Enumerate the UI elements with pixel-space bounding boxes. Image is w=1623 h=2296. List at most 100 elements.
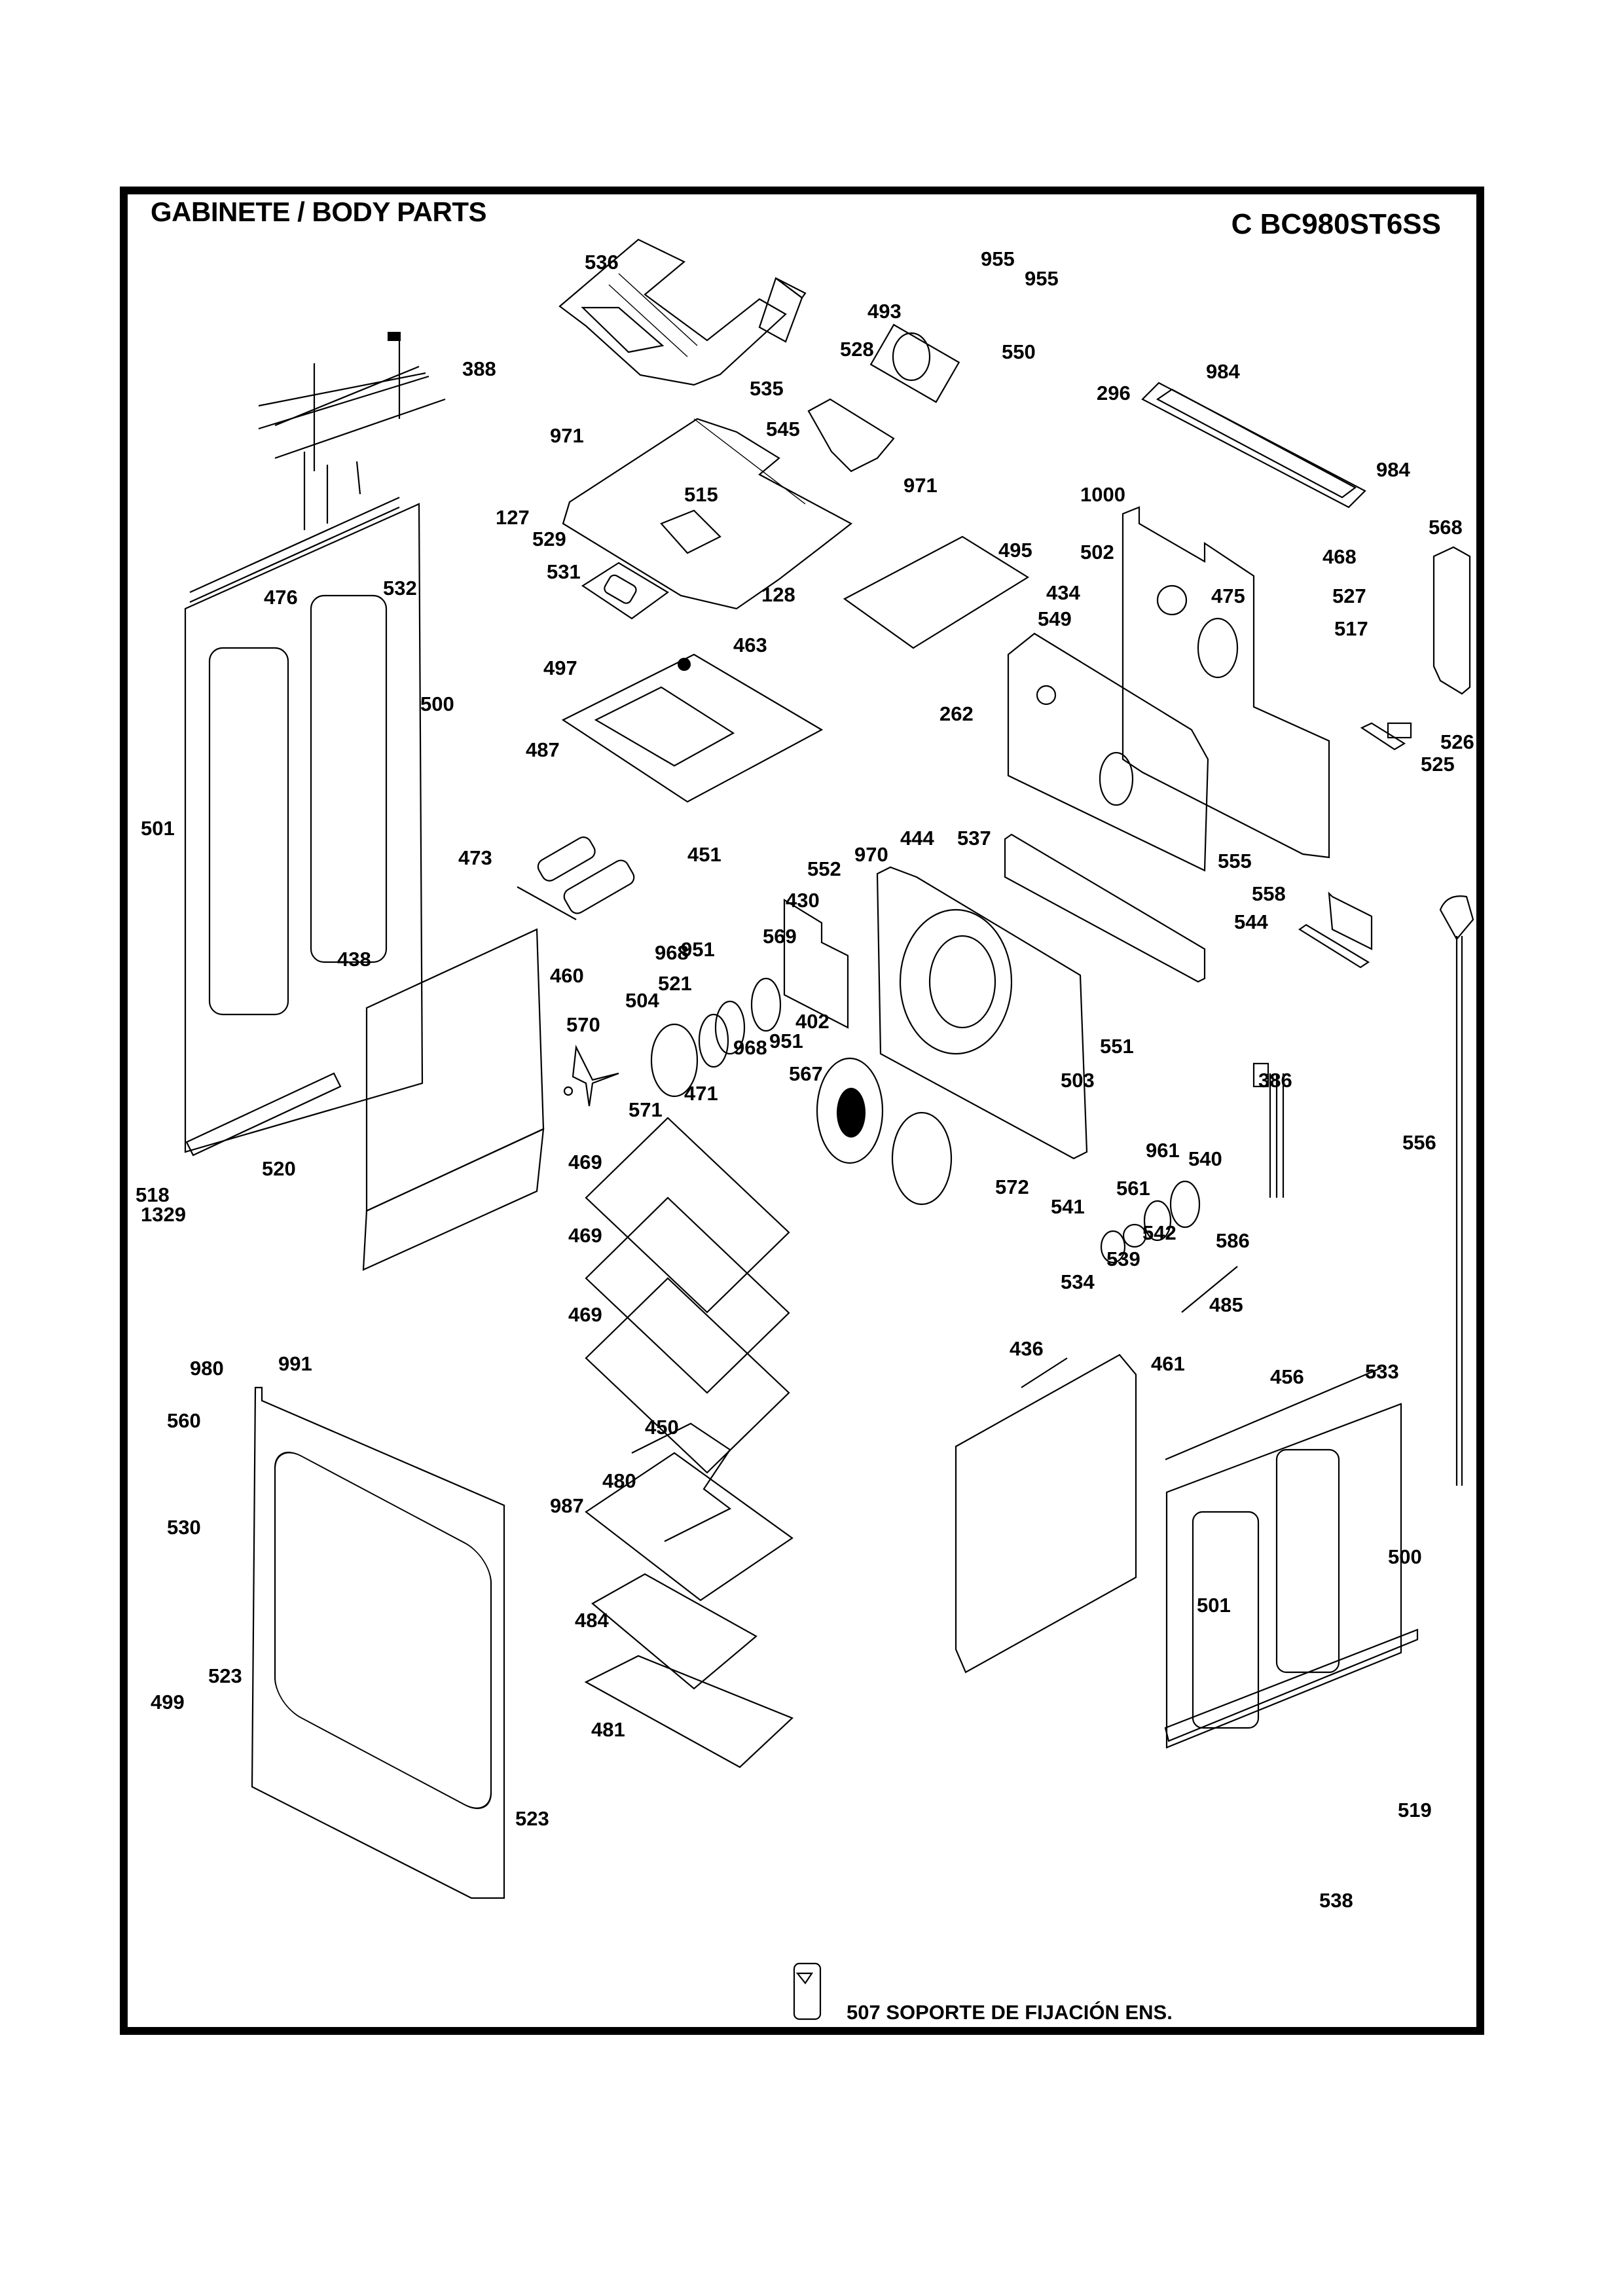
- part-518-base: [185, 1072, 342, 1157]
- part-529-chassis: [562, 418, 853, 610]
- callout-540: 540: [1188, 1147, 1222, 1170]
- part-519-base: [1164, 1628, 1419, 1742]
- part-502-back-panel: [1122, 506, 1330, 859]
- callout-527: 527: [1332, 584, 1366, 607]
- part-567-diffuser: [816, 1057, 884, 1164]
- part-568-cover: [1432, 546, 1471, 695]
- callout-586: 586: [1216, 1229, 1250, 1252]
- part-550-duct: [758, 277, 807, 343]
- part-531-plate: [581, 562, 669, 620]
- callout-501: 501: [141, 817, 175, 840]
- callout-531: 531: [547, 560, 581, 583]
- callout-473: 473: [458, 846, 492, 869]
- part-530-front-frame: [251, 1386, 505, 1899]
- callout-526: 526: [1440, 730, 1474, 753]
- part-504-plate: [698, 1013, 729, 1068]
- callout-430: 430: [786, 889, 820, 912]
- callout-402: 402: [795, 1010, 830, 1033]
- footnote-507: 507 SOPORTE DE FIJACIÓN ENS.: [847, 2001, 1173, 2024]
- callout-480: 480: [602, 1469, 636, 1492]
- part-495-insulation: [843, 535, 1030, 649]
- part-497-oven-top: [561, 653, 824, 803]
- callout-561: 561: [1116, 1177, 1150, 1200]
- callout-519: 519: [1398, 1799, 1432, 1821]
- callout-541: 541: [1051, 1195, 1085, 1218]
- part-570-fan-blade: [572, 1045, 619, 1107]
- part-471-cover: [650, 1023, 699, 1098]
- callout-456: 456: [1270, 1365, 1304, 1388]
- part-542-housing: [1169, 1180, 1201, 1229]
- part-480-oven-bottom: [585, 1452, 793, 1602]
- callout-451: 451: [687, 843, 721, 866]
- callout-968: 968: [733, 1036, 767, 1059]
- callout-970: 970: [854, 843, 888, 866]
- callout-128: 128: [761, 583, 795, 606]
- callout-434: 434: [1046, 581, 1080, 604]
- callout-552: 552: [807, 857, 841, 880]
- callout-560: 560: [167, 1409, 201, 1432]
- part-544-socket: [1298, 924, 1370, 969]
- part-507-bracket: [793, 1962, 822, 2020]
- callout-481: 481: [591, 1718, 625, 1741]
- callout-520: 520: [262, 1157, 296, 1180]
- part-296-trim: [1141, 382, 1366, 509]
- callout-523: 523: [208, 1664, 242, 1687]
- callout-504: 504: [625, 989, 659, 1012]
- part-558-bracket: [1328, 891, 1373, 950]
- callout-533: 533: [1365, 1360, 1399, 1383]
- callout-388: 388: [462, 357, 496, 380]
- callout-469: 469: [568, 1224, 602, 1247]
- callout-521: 521: [658, 972, 692, 995]
- part-461-rack-support: [955, 1354, 1137, 1674]
- callout-503: 503: [1061, 1069, 1095, 1092]
- callout-436: 436: [1010, 1337, 1044, 1360]
- callout-555: 555: [1218, 850, 1252, 872]
- callout-500: 500: [420, 692, 454, 715]
- callout-951: 951: [681, 938, 715, 961]
- callout-536: 536: [585, 251, 619, 274]
- part-262-panel: [1007, 632, 1209, 872]
- part-537-panel: [1004, 833, 1206, 983]
- callout-570: 570: [566, 1013, 600, 1036]
- callout-572: 572: [995, 1175, 1029, 1198]
- part-526-terminal: [1387, 722, 1412, 739]
- callout-961: 961: [1146, 1139, 1180, 1162]
- callout-567: 567: [789, 1062, 823, 1085]
- callout-984: 984: [1376, 458, 1410, 481]
- part-500-right-side: [1165, 1367, 1402, 1749]
- callout-529: 529: [532, 528, 566, 550]
- callout-951: 951: [769, 1030, 803, 1052]
- callout-525: 525: [1421, 753, 1455, 776]
- callout-549: 549: [1038, 607, 1072, 630]
- callout-980: 980: [190, 1357, 224, 1380]
- callout-532: 532: [383, 577, 417, 600]
- callout-495: 495: [998, 539, 1032, 562]
- callout-450: 450: [645, 1416, 679, 1439]
- callout-550: 550: [1002, 340, 1036, 363]
- part-388-harness: [258, 332, 446, 530]
- part-561-gasket: [1143, 1200, 1172, 1242]
- callout-386: 386: [1258, 1069, 1292, 1092]
- part-469-racks: [585, 1117, 790, 1474]
- part-473-rail: [517, 886, 577, 920]
- part-556-power-cord: [1439, 895, 1474, 1486]
- frame-shadow: [124, 2027, 1482, 2034]
- callout-493: 493: [867, 300, 902, 323]
- part-541-lens: [1100, 1230, 1126, 1264]
- callout-460: 460: [550, 964, 584, 987]
- callout-955: 955: [981, 247, 1015, 270]
- callout-468: 468: [1322, 545, 1357, 568]
- callout-544: 544: [1234, 910, 1268, 933]
- callout-987: 987: [550, 1494, 584, 1517]
- part-572-element: [891, 1111, 953, 1206]
- callout-569: 569: [763, 925, 797, 948]
- callout-471: 471: [684, 1082, 718, 1105]
- callout-476: 476: [264, 586, 298, 609]
- callout-469: 469: [568, 1303, 602, 1326]
- part-460-rack-support: [362, 928, 545, 1271]
- callout-551: 551: [1100, 1035, 1134, 1058]
- callout-461: 461: [1151, 1352, 1185, 1375]
- part-484-plate: [591, 1573, 757, 1690]
- part-402-motor: [750, 977, 782, 1032]
